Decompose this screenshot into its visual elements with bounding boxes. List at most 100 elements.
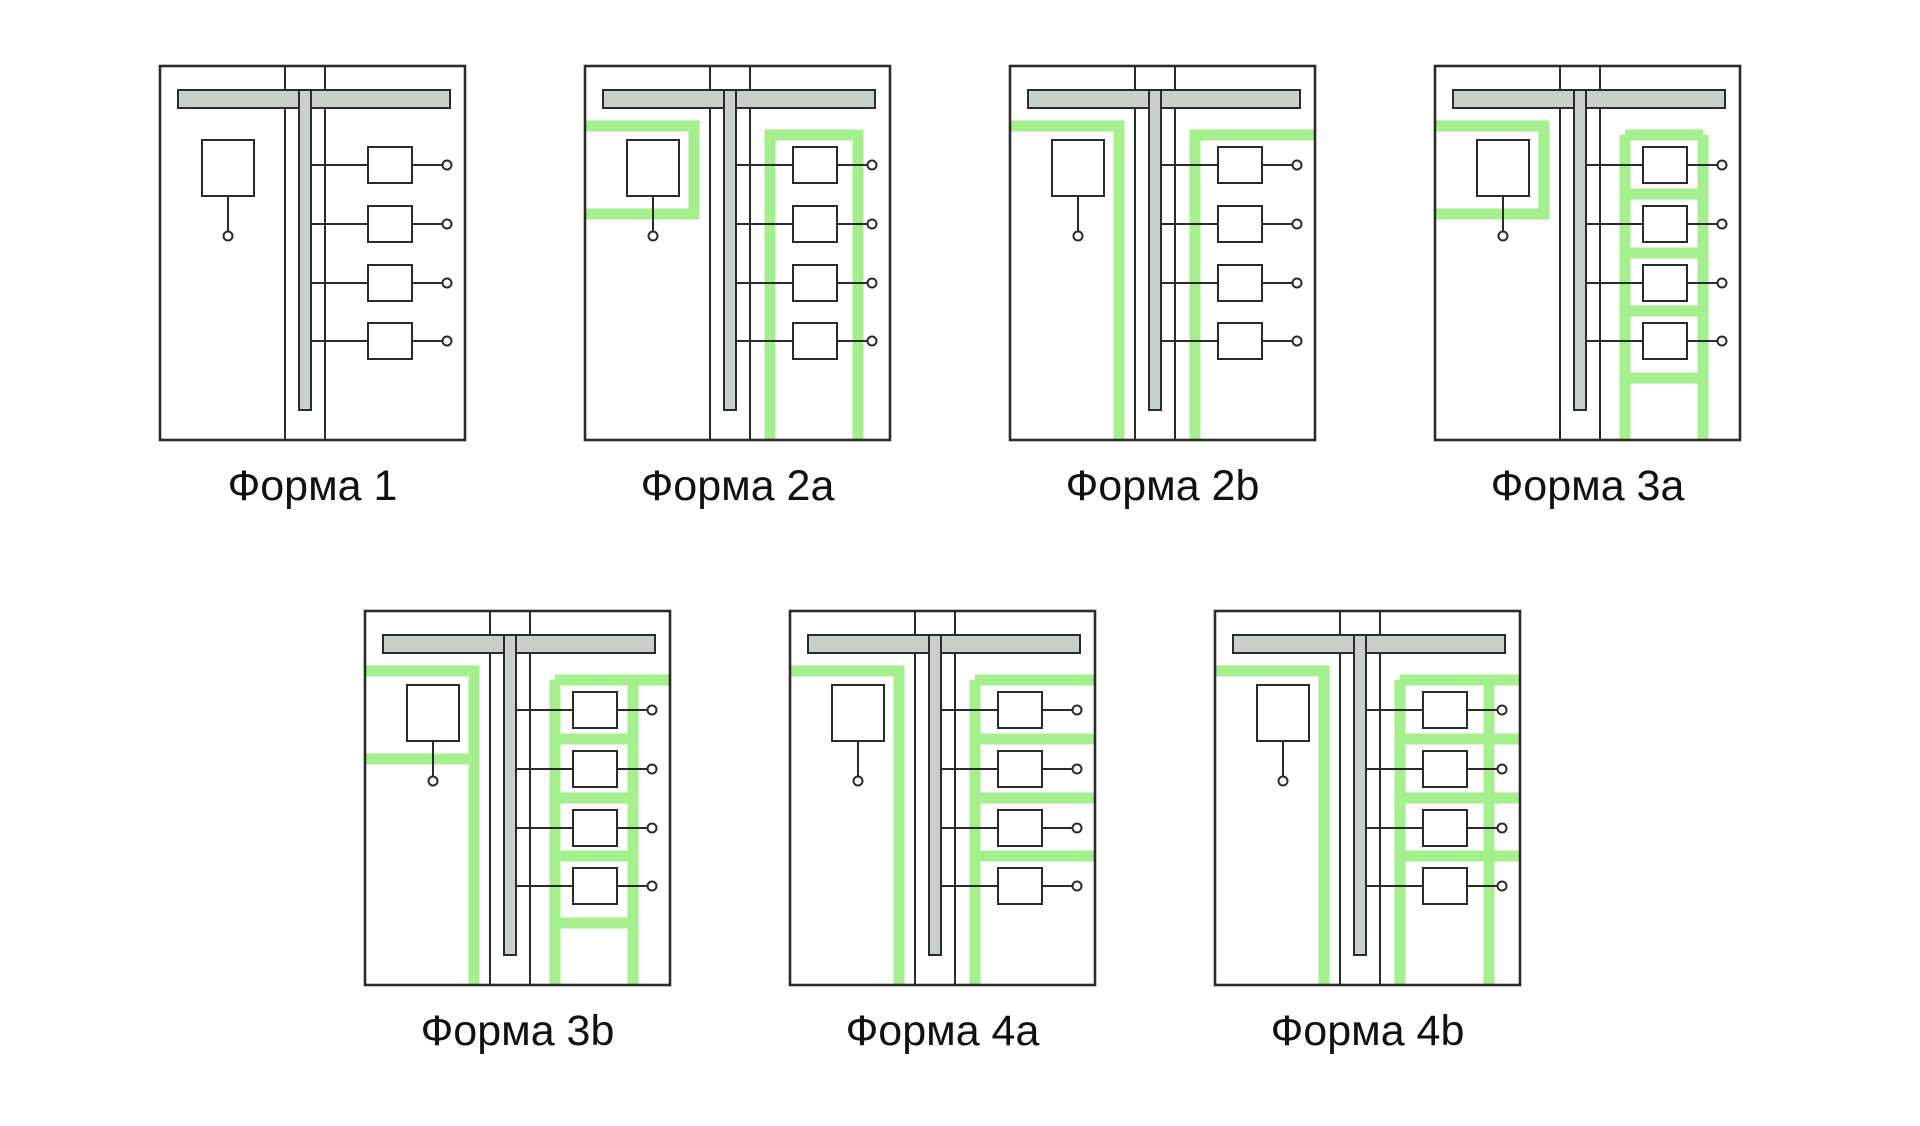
functional-unit-2	[367, 205, 413, 243]
form-2a-panel: Форма 2a	[583, 64, 892, 510]
functional-unit-1	[367, 146, 413, 184]
incoming-terminal	[1072, 230, 1084, 242]
incoming-terminal	[1277, 775, 1289, 787]
functional-unit-4	[1217, 322, 1263, 360]
separation-line	[585, 120, 700, 220]
distribution-busbar	[298, 89, 312, 411]
functional-unit-4	[1642, 322, 1688, 360]
functional-unit-4	[1422, 867, 1468, 905]
outgoing-terminal	[1496, 704, 1508, 716]
form-1-panel: Форма 1	[158, 64, 467, 510]
functional-unit-1	[1642, 146, 1688, 184]
form-4b-label: Форма 4b	[1271, 1007, 1465, 1055]
enclosure-frame	[583, 64, 892, 442]
main-busbar	[1232, 634, 1506, 654]
functional-unit-4	[997, 867, 1043, 905]
functional-unit-3	[1642, 264, 1688, 302]
form-4b-panel: Форма 4b	[1213, 609, 1522, 1055]
outgoing-terminal	[866, 159, 878, 171]
outgoing-terminal	[1716, 277, 1728, 289]
form-2a-label: Форма 2a	[641, 462, 835, 510]
incoming-unit	[831, 684, 885, 742]
incoming-unit	[201, 139, 255, 197]
functional-unit-4	[792, 322, 838, 360]
enclosure-frame	[788, 609, 1097, 987]
incoming-terminal	[647, 230, 659, 242]
distribution-busbar	[1353, 634, 1367, 956]
outgoing-terminal	[1291, 159, 1303, 171]
functional-unit-1	[1217, 146, 1263, 184]
functional-unit-2	[572, 750, 618, 788]
incoming-terminal	[427, 775, 439, 787]
separation-line	[1215, 665, 1330, 985]
distribution-busbar	[1573, 89, 1587, 411]
functional-unit-2	[792, 205, 838, 243]
functional-unit-3	[792, 264, 838, 302]
outgoing-terminal	[1071, 763, 1083, 775]
incoming-unit	[626, 139, 680, 197]
outgoing-terminal	[1496, 880, 1508, 892]
outgoing-terminal	[1716, 335, 1728, 347]
separation-line	[365, 665, 480, 985]
enclosure-frame	[158, 64, 467, 442]
functional-unit-4	[367, 322, 413, 360]
functional-unit-2	[1642, 205, 1688, 243]
form-4a-panel: Форма 4a	[788, 609, 1097, 1055]
separation-line	[764, 129, 864, 440]
functional-unit-3	[1217, 264, 1263, 302]
form-3a-label: Форма 3a	[1491, 462, 1685, 510]
form-1-label: Форма 1	[228, 462, 398, 510]
functional-unit-1	[792, 146, 838, 184]
main-busbar	[807, 634, 1081, 654]
incoming-unit	[1051, 139, 1105, 197]
functional-unit-1	[997, 691, 1043, 729]
incoming-terminal	[1497, 230, 1509, 242]
incoming-unit	[1476, 139, 1530, 197]
incoming-unit	[406, 684, 460, 742]
enclosure-frame	[363, 609, 672, 987]
functional-unit-4	[572, 867, 618, 905]
form-2b-label: Форма 2b	[1066, 462, 1260, 510]
outgoing-terminal	[441, 218, 453, 230]
functional-unit-3	[997, 809, 1043, 847]
main-busbar	[382, 634, 656, 654]
incoming-unit	[1256, 684, 1310, 742]
outgoing-terminal	[1071, 880, 1083, 892]
form-3a-panel: Форма 3a	[1433, 64, 1742, 510]
outgoing-terminal	[1071, 704, 1083, 716]
outgoing-terminal	[1716, 159, 1728, 171]
separation-line	[1189, 129, 1315, 440]
separation-line	[1435, 120, 1550, 220]
outgoing-terminal	[1716, 218, 1728, 230]
enclosure-frame	[1213, 609, 1522, 987]
outgoing-terminal	[866, 277, 878, 289]
distribution-busbar	[723, 89, 737, 411]
distribution-busbar	[928, 634, 942, 956]
main-busbar	[1027, 89, 1301, 109]
outgoing-terminal	[1291, 335, 1303, 347]
functional-unit-2	[997, 750, 1043, 788]
separation-line	[1010, 120, 1125, 440]
outgoing-terminal	[1291, 218, 1303, 230]
separation-line	[790, 665, 905, 985]
form-2b-panel: Форма 2b	[1008, 64, 1317, 510]
functional-unit-2	[1217, 205, 1263, 243]
enclosure-frame	[1008, 64, 1317, 442]
form-3b-panel: Форма 3b	[363, 609, 672, 1055]
outgoing-terminal	[646, 880, 658, 892]
outgoing-terminal	[1291, 277, 1303, 289]
functional-unit-3	[572, 809, 618, 847]
outgoing-terminal	[866, 218, 878, 230]
functional-unit-1	[572, 691, 618, 729]
outgoing-terminal	[866, 335, 878, 347]
form-3b-label: Форма 3b	[421, 1007, 615, 1055]
main-busbar	[602, 89, 876, 109]
incoming-terminal	[852, 775, 864, 787]
form-4a-label: Форма 4a	[846, 1007, 1040, 1055]
outgoing-terminal	[1496, 763, 1508, 775]
outgoing-terminal	[441, 277, 453, 289]
distribution-busbar	[503, 634, 517, 956]
functional-unit-3	[367, 264, 413, 302]
main-busbar	[177, 89, 451, 109]
outgoing-terminal	[646, 763, 658, 775]
